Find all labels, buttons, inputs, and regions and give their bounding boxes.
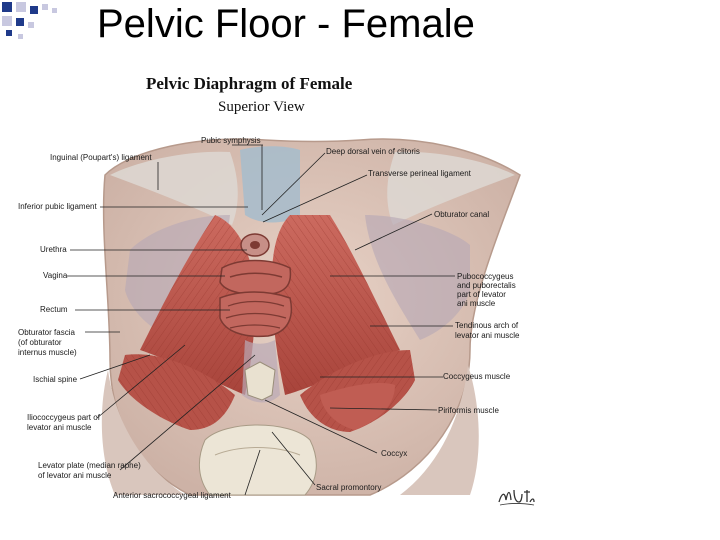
label-ischial-spine: Ischial spine <box>33 375 78 384</box>
label-tendinous-arch-2: levator ani muscle <box>455 331 520 340</box>
label-sacral-promontory: Sacral promontory <box>316 483 382 492</box>
coccyx <box>244 361 276 401</box>
label-vagina: Vagina <box>43 271 68 280</box>
hip-bone-right <box>400 365 479 495</box>
hip-bone-left <box>101 370 185 495</box>
label-pubococcygeus-2: and puborectalis <box>457 281 516 290</box>
label-inferior-pubic-ligament: Inferior pubic ligament <box>18 202 97 211</box>
label-anterior-sacrococcygeal-ligament: Anterior sacrococcygeal ligament <box>113 491 231 500</box>
inguinal-region-right <box>387 151 515 225</box>
label-coccyx: Coccyx <box>381 449 408 458</box>
slide-title: Pelvic Floor - Female <box>97 2 475 46</box>
artist-signature <box>498 489 535 506</box>
label-obturator-fascia-1: Obturator fascia <box>18 328 75 337</box>
label-pubococcygeus-1: Pubococcygeus <box>457 272 514 281</box>
label-pubococcygeus-4: ani muscle <box>457 299 496 308</box>
label-obturator-canal: Obturator canal <box>434 210 490 219</box>
label-pubic-symphysis: Pubic symphysis <box>201 136 261 145</box>
label-obturator-fascia-3: internus muscle) <box>18 348 77 357</box>
pubic-symphysis <box>240 146 300 223</box>
rectum <box>219 291 293 338</box>
vagina <box>219 259 292 296</box>
figure-title: Pelvic Diaphragm of Female <box>146 74 353 93</box>
label-transverse-perineal-ligament: Transverse perineal ligament <box>368 169 471 178</box>
sacrum <box>198 424 317 496</box>
label-rectum: Rectum <box>40 305 68 314</box>
label-deep-dorsal-vein: Deep dorsal vein of clitoris <box>326 147 420 156</box>
label-piriformis-muscle: Piriformis muscle <box>438 406 499 415</box>
figure-subtitle: Superior View <box>218 99 305 115</box>
label-urethra: Urethra <box>40 245 67 254</box>
label-inguinal-ligament: Inguinal (Poupart's) ligament <box>50 153 152 162</box>
label-levator-plate-1: Levator plate (median raphe) <box>38 461 141 470</box>
label-iliococcygeus-1: Iliococcygeus part of <box>27 413 100 422</box>
label-tendinous-arch-1: Tendinous arch of <box>455 321 519 330</box>
label-pubococcygeus-3: part of levator <box>457 290 506 299</box>
label-obturator-fascia-2: (of obturator <box>18 338 62 347</box>
slide-decoration <box>2 2 57 39</box>
leader-lines <box>67 144 455 496</box>
label-coccygeus-muscle: Coccygeus muscle <box>443 372 511 381</box>
piriformis <box>320 383 395 430</box>
obturator-fascia-right <box>365 215 470 340</box>
label-levator-plate-2: of levator ani muscle <box>38 471 112 480</box>
label-iliococcygeus-2: levator ani muscle <box>27 423 92 432</box>
